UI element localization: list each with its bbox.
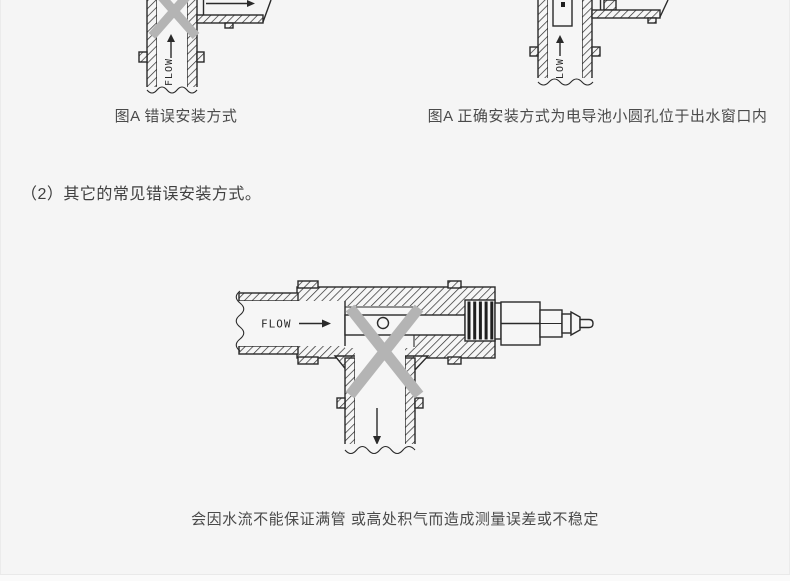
pipe-flange: [138, 51, 148, 63]
flow-up-arrow-icon: [167, 34, 175, 58]
page-bottom-strip: [0, 574, 790, 581]
cross-mark-icon: [345, 304, 424, 399]
pipe-flange: [591, 46, 601, 57]
caption-top-left: 图A 错误安装方式: [114, 108, 238, 125]
cross-mark-icon: [148, 0, 200, 39]
outlet-tab: [647, 17, 657, 24]
flow-label: FLOW: [261, 318, 292, 331]
cell-hole: [376, 316, 390, 330]
pipe-flange: [196, 51, 205, 63]
conductivity-cell: [552, 0, 573, 27]
body-bump: [447, 356, 462, 365]
body-bump: [447, 280, 462, 289]
figure-wrong-tee-diagram: FLOW: [235, 280, 594, 462]
flow-up-arrow-icon: [556, 35, 564, 56]
outlet-corner: [603, 0, 617, 11]
pipe-break-line: [344, 445, 416, 455]
sensor-threads: [464, 299, 496, 342]
pipe-break-line: [146, 86, 198, 94]
pipe-break-line: [235, 290, 245, 352]
pipe-wall: [344, 357, 356, 449]
pipe-wall: [146, 0, 158, 90]
section-heading: （2）其它的常见错误安装方式。: [21, 186, 262, 203]
pipe-flange: [336, 397, 346, 409]
figure-wrong-elbow-diagram: FLOW: [138, 0, 272, 100]
cell-hole: [561, 2, 565, 7]
pipe-wall: [238, 292, 299, 302]
outlet-wall: [196, 14, 264, 24]
cable-pin: [579, 318, 594, 329]
pipe-break: [340, 444, 420, 462]
outlet-cut-edge: [659, 0, 669, 18]
flow-right-arrow-icon: [299, 319, 331, 328]
outlet-wall: [591, 9, 661, 19]
page-left-edge: [0, 0, 1, 581]
flow-label: FLOW: [164, 58, 175, 86]
pipe-wall: [238, 345, 299, 355]
body-bump: [297, 356, 319, 365]
connector-taper: [570, 310, 581, 337]
pipe-wall: [186, 0, 198, 90]
outlet-cut-edge: [262, 0, 272, 23]
pipe-break: [530, 78, 602, 94]
connector-step: [561, 313, 572, 334]
down-arrow-icon: [373, 408, 381, 445]
pipe-break: [140, 87, 206, 100]
outlet-tab: [224, 22, 234, 29]
pipe-wall: [581, 0, 593, 81]
pipe-wall: [537, 0, 549, 81]
pipe-break-line: [537, 78, 594, 86]
flow-label: FLOW: [555, 58, 566, 86]
outlet-flow-arrow-icon: [206, 0, 255, 7]
caption-top-right: 图A 正确安装方式为电导池小圆孔位于出水窗口内: [427, 108, 768, 125]
caption-center: 会因水流不能保证满管 或高处积气而造成测量误差或不稳定: [191, 511, 599, 528]
collar: [494, 302, 502, 340]
pipe-flange: [529, 46, 539, 57]
pipe-flange: [414, 397, 424, 409]
body-bump: [297, 280, 319, 289]
figure-correct-elbow-diagram: FLOW: [529, 0, 669, 94]
